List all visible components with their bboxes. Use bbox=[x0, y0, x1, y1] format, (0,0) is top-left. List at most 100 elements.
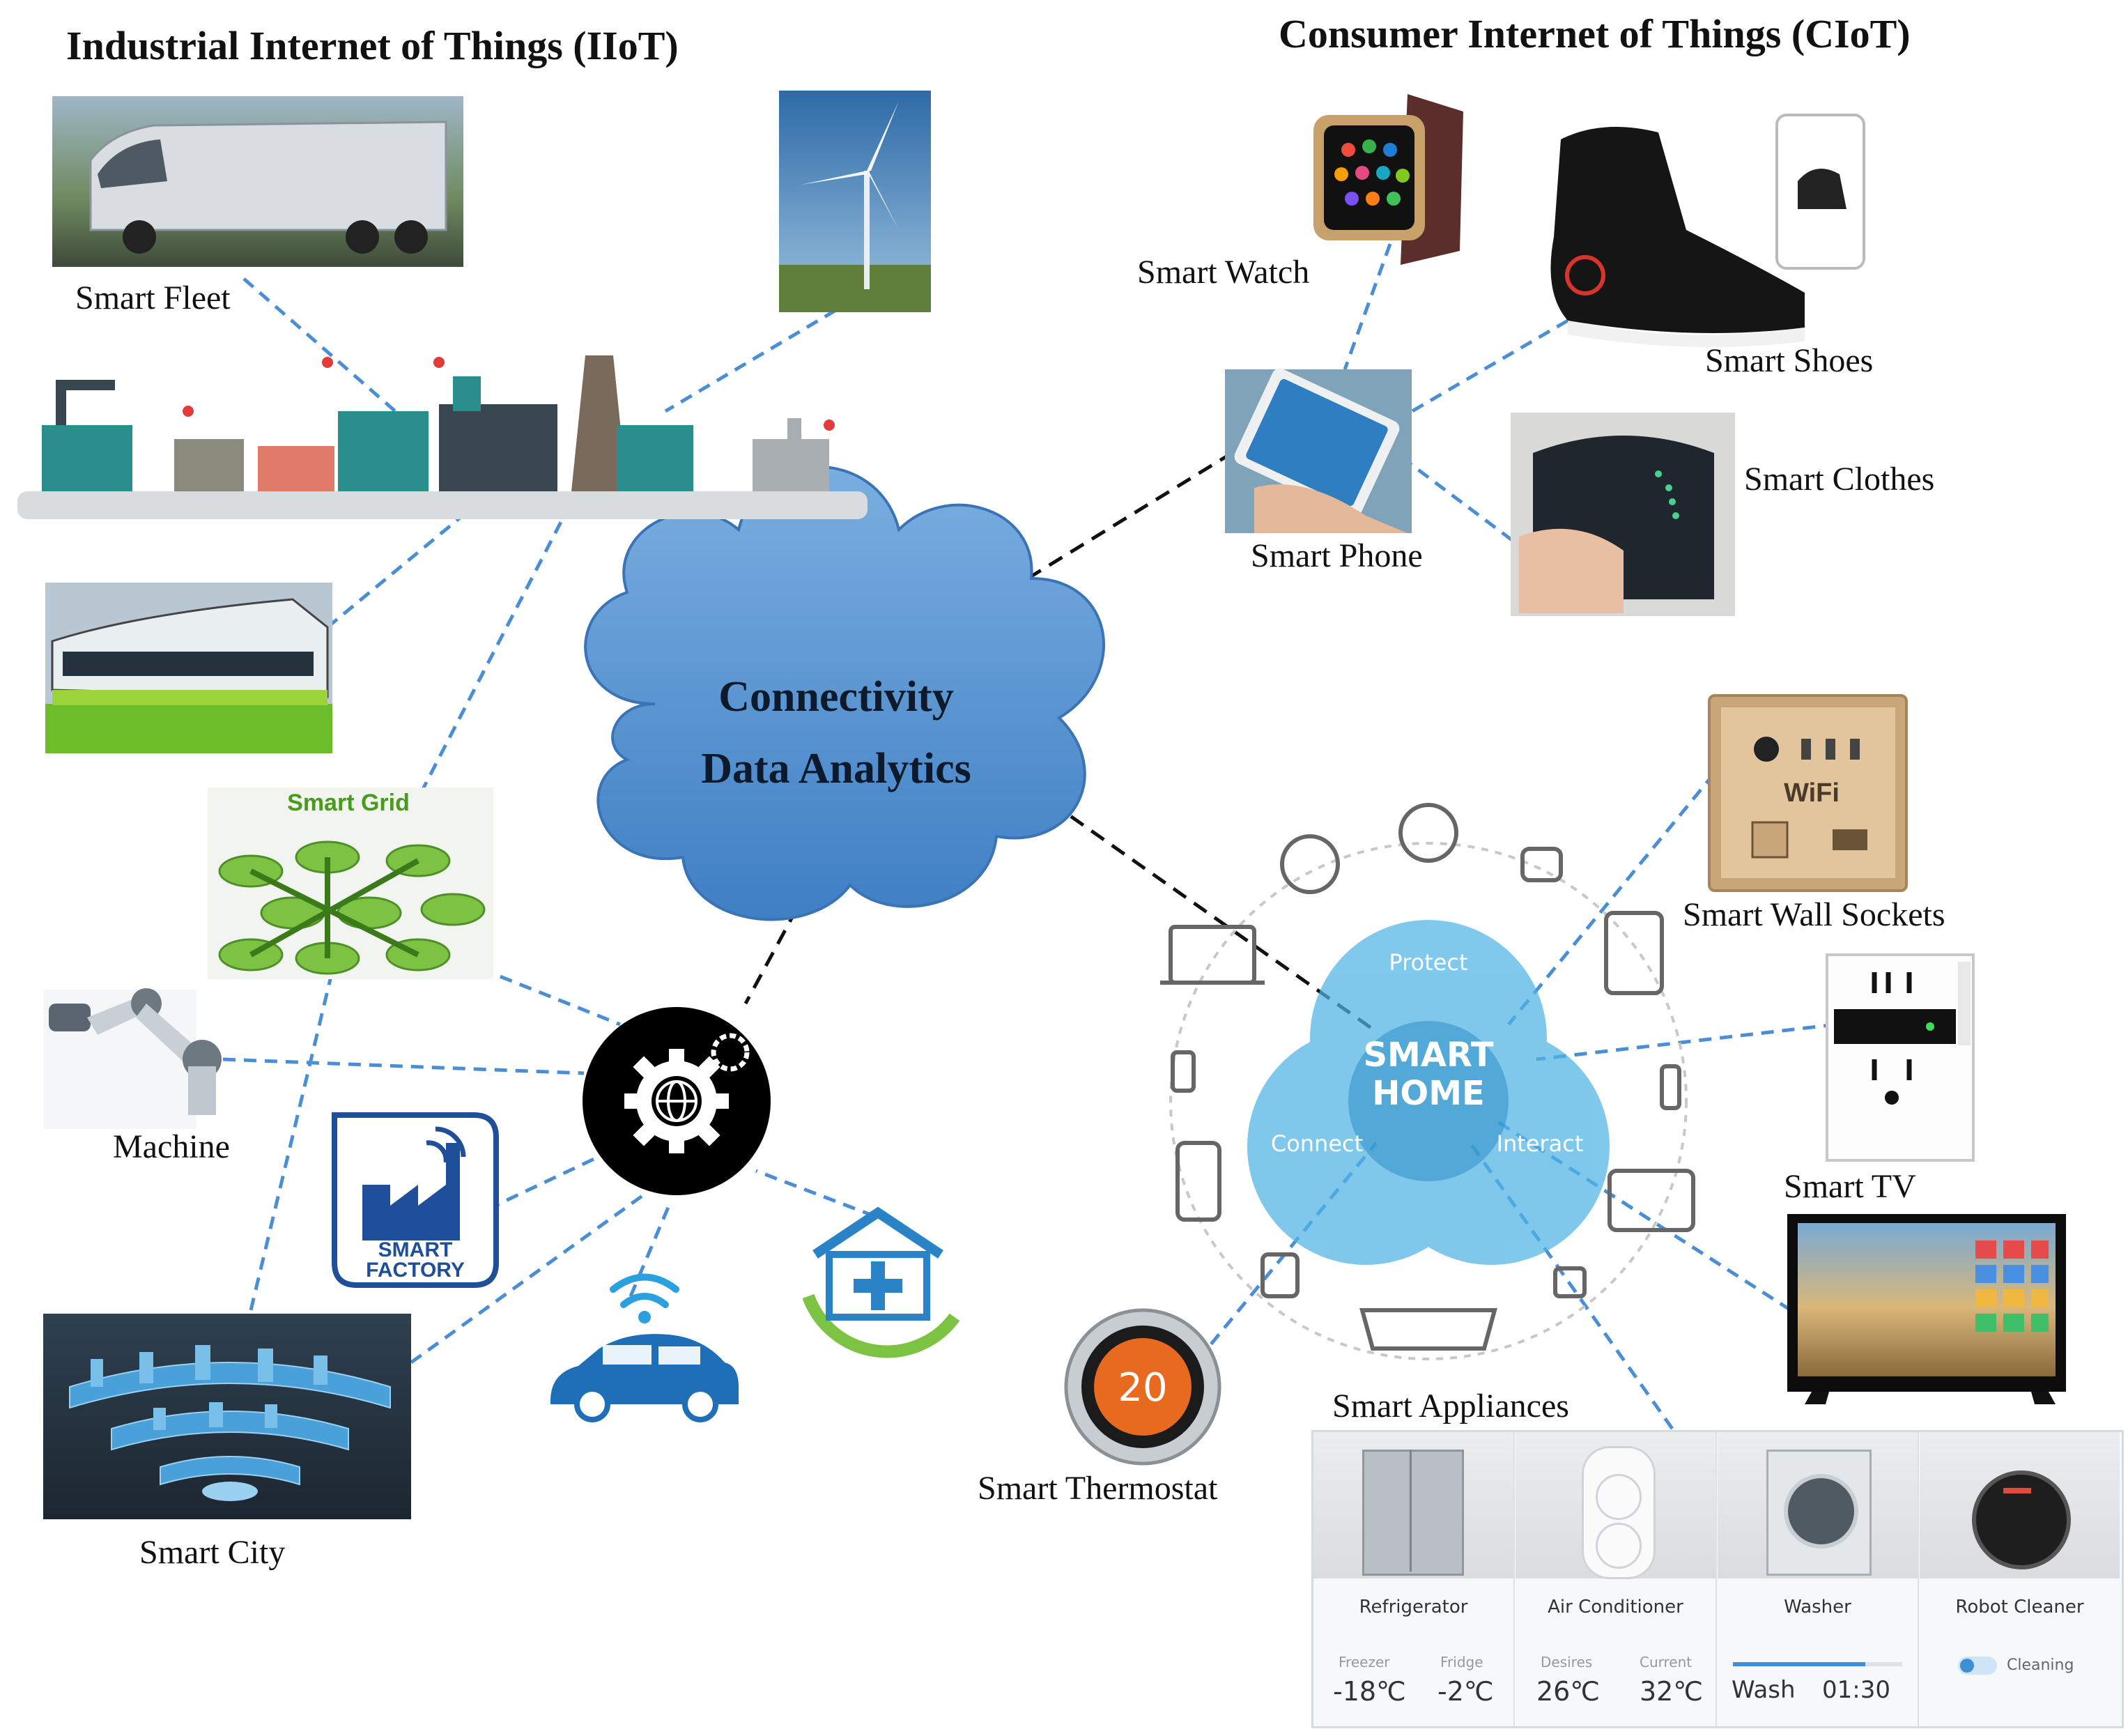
link-watch-phone bbox=[1343, 243, 1392, 370]
appliance-right-value: 32℃ bbox=[1640, 1676, 1704, 1707]
link-fleet bbox=[242, 277, 413, 427]
smart-grid-image: Smart Grid bbox=[208, 788, 493, 979]
link-socket bbox=[1507, 772, 1715, 1026]
smart-fleet-label: Smart Fleet bbox=[75, 279, 231, 316]
appliance-left-value: Wash bbox=[1732, 1676, 1796, 1704]
link-grid-city bbox=[409, 500, 573, 813]
appliance-card-robot-cleaner[interactable]: Robot Cleaner Cleaning bbox=[1920, 1432, 2120, 1726]
industrial-hub-gear bbox=[583, 1007, 771, 1195]
outlet-icon bbox=[1553, 1266, 1587, 1298]
washer-progress-track bbox=[1733, 1662, 1902, 1666]
cleaning-toggle[interactable] bbox=[1958, 1657, 1997, 1675]
smart-thermostat-image: 20 bbox=[1064, 1308, 1221, 1466]
link-city-grid bbox=[249, 961, 337, 1311]
smart-grid-label: Smart Grid bbox=[287, 790, 410, 816]
door-sensor-icon bbox=[1660, 1064, 1681, 1110]
appliance-left-value: -18℃ bbox=[1333, 1676, 1406, 1707]
smart-shoes-label: Smart Shoes bbox=[1705, 342, 1874, 379]
appliance-card-washer[interactable]: Washer Wash 01:30 bbox=[1718, 1432, 1919, 1726]
smart-factory-line2: FACTORY bbox=[366, 1259, 465, 1282]
tram-image bbox=[45, 583, 332, 753]
smart-phone-image bbox=[1225, 368, 1412, 533]
smart-home-title-1: SMART bbox=[1363, 1036, 1493, 1075]
link-windmill bbox=[664, 298, 855, 413]
smart-watch-label: Smart Watch bbox=[1137, 254, 1310, 291]
appliance-card-refrigerator[interactable]: Refrigerator Freezer Fridge -18℃ -2℃ bbox=[1313, 1432, 1515, 1726]
link-wall-outlet bbox=[1536, 1022, 1837, 1061]
camera-icon bbox=[1520, 847, 1563, 882]
smart-wall-sockets-label: Smart Wall Sockets bbox=[1683, 896, 1945, 933]
thermostat-ring-icon bbox=[1398, 803, 1458, 863]
link-cloud-smarthome bbox=[1028, 785, 1378, 1034]
link-tv bbox=[1497, 1120, 1792, 1312]
smart-factory-line1: SMART bbox=[378, 1238, 453, 1261]
washer-progress-fill bbox=[1733, 1662, 1865, 1666]
tv-icon bbox=[1359, 1308, 1497, 1351]
appliance-card-air-conditioner[interactable]: Air Conditioner Desires Current 26℃ 32℃ bbox=[1516, 1432, 1717, 1726]
link-city-gear bbox=[410, 1190, 649, 1365]
phone-icon bbox=[1175, 1141, 1221, 1222]
smart-home-ring: Protect Connect Interact SMART HOME bbox=[1160, 803, 1695, 1360]
air-conditioner-image bbox=[1516, 1432, 1715, 1579]
smart-fleet-image bbox=[52, 96, 463, 267]
smart-shoes-image bbox=[1550, 114, 1865, 347]
smart-phone-label: Smart Phone bbox=[1251, 537, 1423, 574]
refrigerator-image bbox=[1313, 1432, 1513, 1578]
link-grid-gear bbox=[480, 967, 621, 1027]
cloud-line-2: Data Analytics bbox=[701, 745, 971, 792]
smart-city-image bbox=[43, 1314, 411, 1519]
link-health-gear bbox=[755, 1169, 875, 1218]
smart-factory-badge: SMART FACTORY bbox=[332, 1112, 499, 1288]
ciot-heading: Consumer Internet of Things (CIoT) bbox=[1279, 11, 1911, 56]
link-car-gear bbox=[629, 1205, 671, 1297]
washer-image bbox=[1718, 1432, 1918, 1578]
cleaning-status: Cleaning bbox=[2007, 1657, 2074, 1674]
smart-home-title-2: HOME bbox=[1372, 1074, 1485, 1113]
thermostat-value: 20 bbox=[1118, 1365, 1167, 1411]
industrial-skyline-image bbox=[17, 355, 868, 519]
appliance-name: Robot Cleaner bbox=[1955, 1597, 2084, 1618]
link-cloud-phone bbox=[1026, 454, 1228, 581]
smart-clothes-label: Smart Clothes bbox=[1744, 461, 1935, 498]
radio-icon bbox=[1607, 1169, 1695, 1232]
appliance-name: Air Conditioner bbox=[1548, 1597, 1683, 1618]
cloud-line-1: Connectivity bbox=[718, 673, 954, 721]
smart-watch-image bbox=[1313, 94, 1463, 265]
link-factory-gear bbox=[486, 1148, 615, 1211]
appliance-right-value: 01:30 bbox=[1822, 1676, 1890, 1704]
iiot-heading: Industrial Internet of Things (IIoT) bbox=[66, 23, 679, 68]
smart-tv-label: Smart TV bbox=[1784, 1168, 1916, 1205]
smart-thermostat-label: Smart Thermostat bbox=[978, 1470, 1218, 1507]
appliance-right-label: Fridge bbox=[1440, 1654, 1483, 1670]
link-machine-gear bbox=[222, 1057, 585, 1075]
link-shoes-phone bbox=[1375, 318, 1569, 434]
wind-turbine-image bbox=[779, 91, 931, 312]
smoke-detector-icon bbox=[1280, 834, 1340, 894]
smart-tv-image bbox=[1787, 1214, 2066, 1404]
smart-wall-outlet-image bbox=[1826, 953, 1975, 1162]
smart-healthcare-image bbox=[802, 1206, 960, 1358]
water-sensor-icon bbox=[1260, 1252, 1300, 1298]
link-clothes-phone bbox=[1399, 455, 1513, 541]
robot-cleaner-image bbox=[1920, 1432, 2120, 1578]
appliance-left-label: Freezer bbox=[1339, 1654, 1390, 1670]
smart-wall-socket-image: WiFi bbox=[1708, 694, 1908, 892]
protect-label: Protect bbox=[1389, 949, 1467, 976]
appliance-name: Washer bbox=[1784, 1597, 1851, 1618]
smart-city-label: Smart City bbox=[139, 1534, 286, 1571]
smart-clothes-image bbox=[1511, 413, 1735, 616]
smart-appliances-panel: Refrigerator Freezer Fridge -18℃ -2℃ Air… bbox=[1311, 1430, 2124, 1728]
machine-label: Machine bbox=[113, 1128, 230, 1165]
appliance-left-value: 26℃ bbox=[1536, 1676, 1601, 1707]
appliance-name: Refrigerator bbox=[1359, 1597, 1468, 1618]
machine-image bbox=[43, 988, 222, 1129]
link-appliances bbox=[1468, 1142, 1674, 1430]
wifi-label: WiFi bbox=[1784, 778, 1840, 808]
connected-car-image bbox=[550, 1273, 739, 1422]
appliance-right-value: -2℃ bbox=[1437, 1676, 1494, 1707]
interact-label: Interact bbox=[1497, 1130, 1584, 1157]
appliance-left-label: Desires bbox=[1541, 1654, 1593, 1670]
lock-icon bbox=[1171, 1050, 1196, 1093]
appliance-right-label: Current bbox=[1640, 1654, 1693, 1670]
